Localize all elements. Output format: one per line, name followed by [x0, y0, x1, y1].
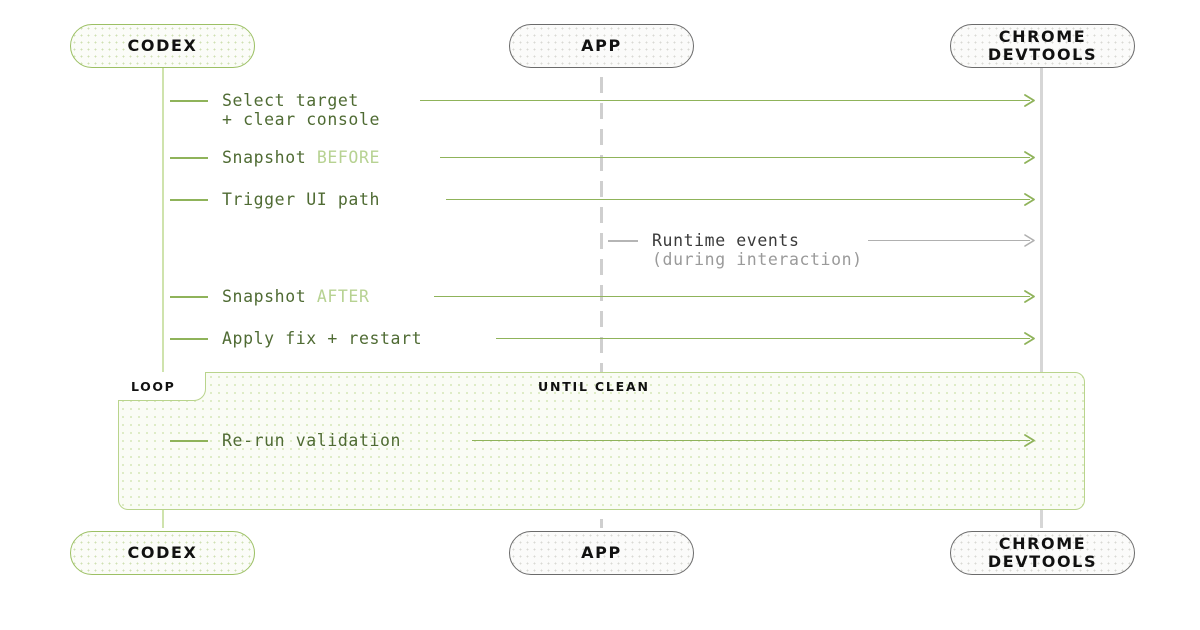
message-label: Snapshot AFTER [222, 287, 369, 306]
message-subtext: (during interaction) [652, 250, 863, 269]
actor-devtools-bottom-label: CHROME DEVTOOLS [987, 534, 1098, 571]
message-accent: BEFORE [316, 148, 381, 167]
actor-codex-bottom-label: CODEX [127, 543, 198, 563]
message-label: Trigger UI path [222, 190, 380, 209]
lifeline-devtools [1040, 68, 1043, 528]
actor-app-top[interactable]: APP [509, 24, 694, 68]
message-label: Snapshot BEFORE [222, 148, 380, 167]
message-label: Apply fix + restart [222, 329, 422, 348]
actor-devtools-bottom[interactable]: CHROME DEVTOOLS [950, 531, 1135, 575]
message-tick [170, 157, 208, 159]
loop-condition-label: UNTIL CLEAN [538, 379, 650, 394]
message-text: Trigger UI path [222, 190, 381, 209]
message-tick [170, 100, 208, 102]
message-text: Snapshot [222, 148, 317, 167]
message-line [420, 100, 1030, 101]
message-label: Runtime events(during interaction) [652, 231, 863, 269]
actor-codex-top[interactable]: CODEX [70, 24, 255, 68]
message-text: Re-run validation [222, 431, 402, 450]
actor-app-bottom-label: APP [581, 543, 622, 563]
message-tick [170, 338, 208, 340]
actor-devtools-top[interactable]: CHROME DEVTOOLS [950, 24, 1135, 68]
message-text: Runtime events [652, 231, 800, 250]
message-line [440, 157, 1030, 158]
message-line [446, 199, 1030, 200]
lifeline-app [600, 68, 603, 528]
message-tick [170, 296, 208, 298]
loop-block [118, 372, 1085, 510]
message-line [496, 338, 1030, 339]
message-line [868, 240, 1030, 241]
message-line [472, 440, 1030, 441]
loop-tag-label: LOOP [131, 378, 176, 394]
message-text: Apply fix + restart [222, 329, 423, 348]
message-text: Snapshot [222, 287, 317, 306]
message-label: Select target+ clear console [222, 91, 380, 129]
actor-codex-bottom[interactable]: CODEX [70, 531, 255, 575]
actor-app-bottom[interactable]: APP [509, 531, 694, 575]
message-tick [170, 199, 208, 201]
message-label: Re-run validation [222, 431, 401, 450]
loop-tag: LOOP [118, 372, 206, 401]
message-tick [608, 240, 638, 242]
actor-devtools-top-label: CHROME DEVTOOLS [987, 27, 1098, 64]
lifeline-codex [162, 68, 164, 528]
actor-codex-top-label: CODEX [127, 36, 198, 56]
actor-app-top-label: APP [581, 36, 622, 56]
message-subtext: + clear console [222, 110, 381, 129]
message-line [434, 296, 1030, 297]
message-tick [170, 440, 208, 442]
message-text: Select target [222, 91, 359, 110]
message-accent: AFTER [316, 287, 370, 306]
